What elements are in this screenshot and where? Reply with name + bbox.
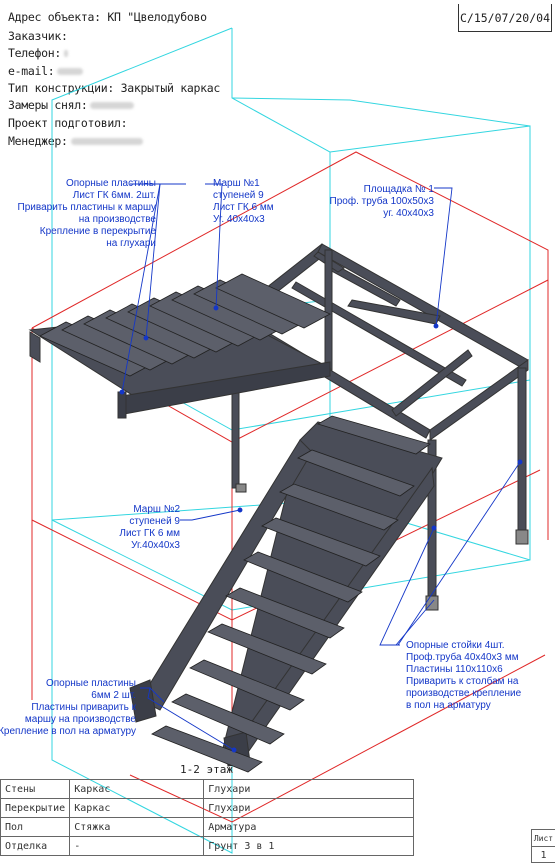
annotation-top-plates: Опорные пластины Лист ГК 6мм. 2шт. Прива… — [17, 178, 156, 249]
table-cell: Арматура — [203, 817, 415, 837]
steel-frame — [28, 243, 529, 767]
table-row: Пол Стяжка Арматура — [0, 817, 415, 837]
table-cell: Перекрытие — [0, 798, 71, 818]
table-row: Стены Каркас Глухари — [0, 779, 415, 799]
email-field: e-mail: — [8, 64, 84, 78]
phone-field: Телефон: — [8, 46, 68, 60]
annotation-bottom-plates: Опорные пластины 6мм 2 шт. Пластины прив… — [0, 678, 136, 737]
annotation-march-1: Марш №1 ступеней 9 Лист ГК 6 мм Уг. 40х4… — [213, 178, 274, 225]
table-cell: Грунт 3 в 1 — [203, 836, 415, 856]
lower-flight-treads — [151, 415, 431, 773]
table-row: Перекрытие Каркас Глухари — [0, 798, 415, 818]
redacted-manager — [70, 138, 143, 145]
table-row: Отделка - Грунт 3 в 1 — [0, 836, 415, 856]
table-cell: Каркас — [69, 779, 205, 799]
construction-type: Тип конструкции: Закрытый каркас — [8, 81, 220, 95]
redacted-phone — [64, 50, 68, 57]
annotation-landing-1: Площадка № 1 Проф. труба 100х50х3 уг. 40… — [329, 184, 434, 219]
table-cell: Отделка — [0, 836, 71, 856]
floor-caption: 1-2 этаж — [180, 763, 233, 776]
sheet-number-box: Лист 1 — [531, 829, 555, 863]
annotation-march-2: Марш №2 ступеней 9 Лист ГК 6 мм Уг.40х40… — [119, 504, 180, 551]
leader-lines — [119, 183, 523, 753]
table-cell: Глухари — [203, 798, 415, 818]
table-cell: Стяжка — [69, 817, 205, 837]
document-id: С/15/07/20/04 — [458, 4, 552, 32]
specification-table: Стены Каркас Глухари Перекрытие Каркас Г… — [0, 779, 415, 856]
customer-field: Заказчик: — [8, 29, 68, 43]
annotation-support-posts: Опорные стойки 4шт. Проф.труба 40х40х3 м… — [406, 640, 522, 711]
object-address: Адрес объекта: КП "Цвелодубово — [8, 10, 207, 24]
table-cell: - — [69, 836, 205, 856]
table-cell: Стены — [0, 779, 71, 799]
sheet-number: 1 — [532, 846, 555, 863]
upper-flight-treads — [39, 273, 331, 377]
sheet-label: Лист — [533, 833, 554, 843]
redacted-measurer — [90, 102, 135, 109]
measured-by-field: Замеры снял: — [8, 98, 135, 112]
table-cell: Глухари — [203, 779, 415, 799]
redacted-email — [57, 68, 84, 75]
project-by-field: Проект подготовил: — [8, 116, 128, 130]
manager-field: Менеджер: — [8, 134, 143, 148]
table-cell: Пол — [0, 817, 71, 837]
table-cell: Каркас — [69, 798, 205, 818]
